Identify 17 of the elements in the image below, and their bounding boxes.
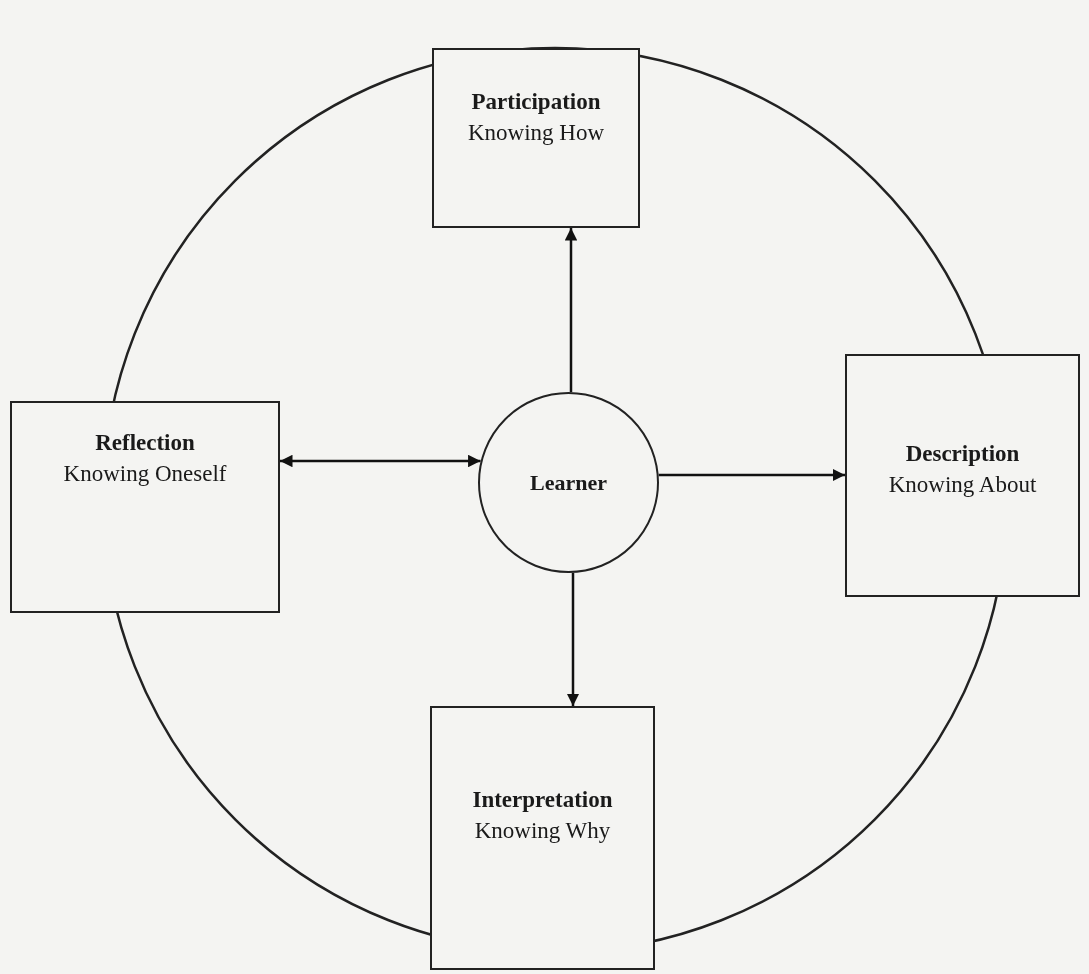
node-subtitle: Knowing How [466,119,606,147]
node-subtitle: Knowing About [887,471,1038,499]
arrow [564,228,578,393]
node-heading: Learner [530,469,607,497]
arrow [280,454,481,468]
concept-box [10,401,280,613]
concept-box [432,48,640,228]
arrow [658,468,845,482]
arrow [566,572,580,706]
node-heading: Reflection [94,429,196,457]
concept-box [430,706,655,970]
concept-box [845,354,1080,597]
node-subtitle: Knowing Oneself [62,460,228,488]
node-heading: Participation [470,88,602,116]
node-subtitle: Knowing Why [473,817,612,845]
node-heading: Interpretation [471,786,614,814]
node-heading: Description [904,440,1021,468]
